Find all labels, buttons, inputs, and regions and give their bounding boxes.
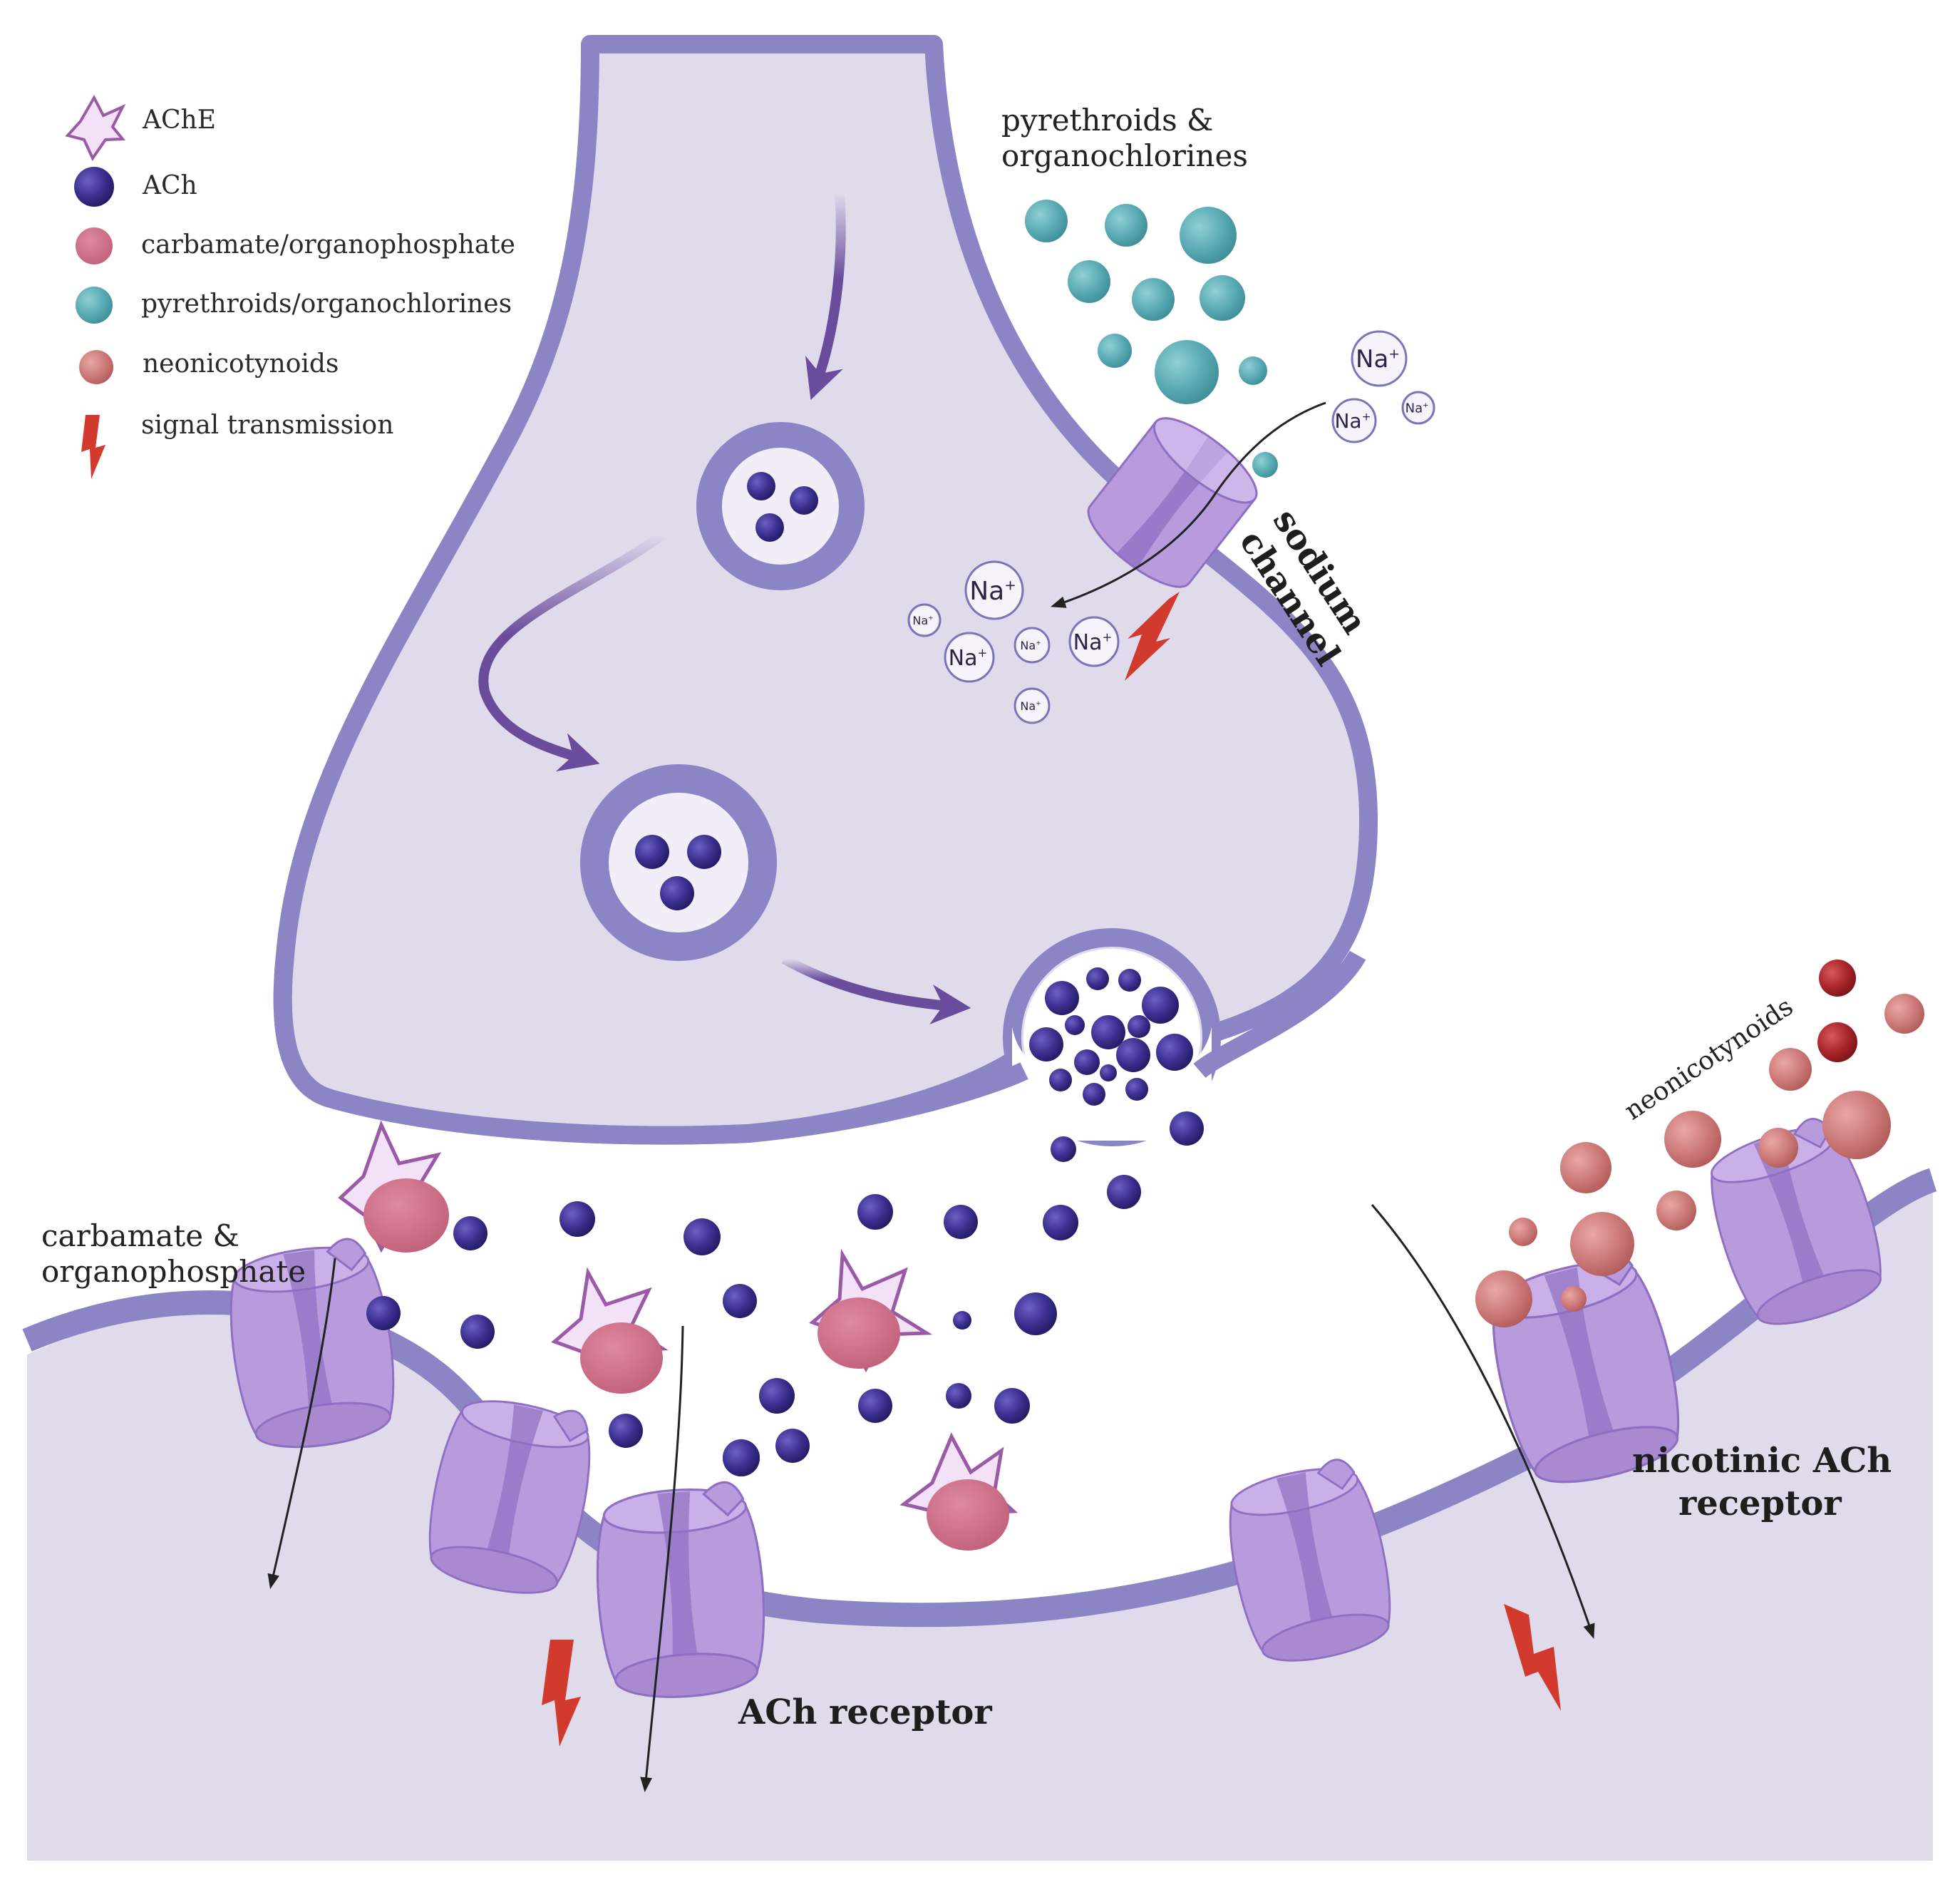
ach-receptor [428,1400,591,1594]
na-ion [1351,330,1408,387]
presynaptic-membrane-right-edge [1193,950,1366,1079]
transport-arrow [781,954,971,1024]
ion-flow-line [267,1258,336,1590]
ache-carbamate-complex [899,1432,1018,1551]
pyrethroid-molecule-icon [76,287,113,324]
pyrethroid-cluster [1025,200,1267,404]
neonicotinoids-label: neonicotynoids [1619,992,1798,1126]
na-ion [1013,687,1051,724]
carbamate-label-line2: organophosphate [41,1254,306,1289]
ach-molecule [755,513,784,542]
legend-label-pyrethroid: pyrethroids/organochlorines [141,289,512,319]
na-ion [964,560,1024,620]
na-ion [1013,627,1051,664]
legend-label-ache: AChE [142,106,216,135]
pyrethroids-label-line2: organochlorines [1001,138,1248,173]
na-ion [907,603,942,637]
ach-molecule-icon [74,167,114,207]
synaptic-vesicle [696,422,865,590]
na-ion [944,632,995,683]
transport-arrow [805,192,846,401]
pyrethroid-bound [1252,452,1278,478]
transport-arrow [478,530,666,772]
signal-bolt-icon [81,415,105,479]
ach-molecule [660,876,694,910]
neonicotinoid-cluster [1475,960,1924,1327]
sodium-flow-line [1051,401,1326,608]
ach-receptor [1229,1459,1391,1662]
signal-bolt-icon [542,1640,581,1747]
ach-receptor-label: ACh receptor [738,1692,992,1732]
signal-bolt-icon [1125,592,1180,681]
synaptic-vesicle [580,764,777,961]
neonicotinoid-molecule-icon [79,350,113,384]
presynaptic-terminal [273,35,1378,1145]
legend-label-carbamate: carbamate/organophosphate [141,230,515,259]
fusion-pocket-opening [1012,1027,1212,1141]
ach-molecule [747,472,775,500]
nicotinic-receptor-label-line2: receptor [1678,1484,1842,1523]
legend-label-signal: signal transmission [141,411,393,440]
nicotinic-receptor-label-line1: nicotinic ACh [1632,1441,1892,1481]
na-ion [1331,398,1377,443]
postsynaptic-cytoplasm [27,1191,1933,1861]
ach-molecule [635,835,669,869]
ach-molecule [790,486,818,515]
na-ion-group: Na+Na+Na+Na+Na+Na+Na+Na+Na+ [907,330,1435,724]
signal-bolt-icon [1504,1604,1561,1711]
sodium-channel [1087,417,1258,588]
na-ion [1401,391,1435,425]
ache-carbamate-complex [338,1120,449,1253]
na-ion [1068,616,1120,667]
legend-label-neonicotinoid: neonicotynoids [143,349,339,379]
ach-release-cluster [1029,967,1193,1106]
ach-molecule [687,835,721,869]
ion-flow-line [1371,1204,1595,1639]
presynaptic-membrane-bottom-edge [273,954,1028,1145]
carbamate-label-line1: carbamate & [41,1218,239,1253]
ach-receptor [596,1481,765,1698]
ache-carbamate-complex [809,1248,933,1373]
ach-bound [366,1296,401,1330]
carbamate-molecule-icon [76,227,113,264]
legend: AChE ACh carbamate/organophosphate pyret… [65,94,515,479]
ach-bound [723,1439,760,1476]
ach-receptor [1711,1117,1882,1325]
ache-star-icon [65,94,126,162]
ache-carbamate-complex [551,1267,669,1394]
pyrethroids-label-line1: pyrethroids & [1001,103,1213,138]
ion-flow-line [640,1325,684,1793]
legend-label-ach: ACh [142,171,197,200]
